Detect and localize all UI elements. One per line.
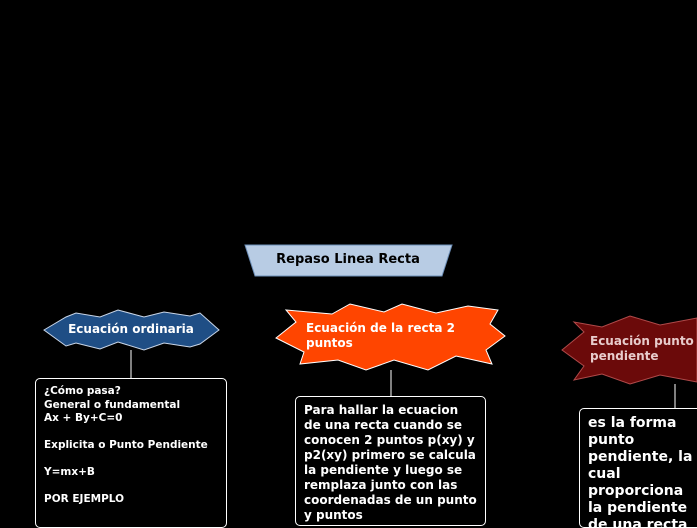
note-puntopendiente: es la forma punto pendiente, la cual pro… xyxy=(579,408,697,528)
branch-puntopendiente-shape[interactable] xyxy=(561,315,697,385)
note-2puntos: Para hallar la ecuacion de una recta cua… xyxy=(295,396,486,526)
branch-ordinaria-shape[interactable] xyxy=(43,309,220,351)
branch-2puntos-shape[interactable] xyxy=(275,303,506,371)
note-ordinaria: ¿Cómo pasa? General o fundamental Ax + B… xyxy=(35,378,227,528)
root-node-title[interactable]: Repaso Linea Recta xyxy=(276,252,420,267)
branch-puntopendiente-label[interactable]: Ecuación punto pendiente xyxy=(590,334,694,363)
root-node-shape[interactable] xyxy=(244,244,453,277)
branch-ordinaria-label[interactable]: Ecuación ordinaria xyxy=(68,322,194,336)
branch-2puntos-label[interactable]: Ecuación de la recta 2 puntos xyxy=(306,321,455,350)
